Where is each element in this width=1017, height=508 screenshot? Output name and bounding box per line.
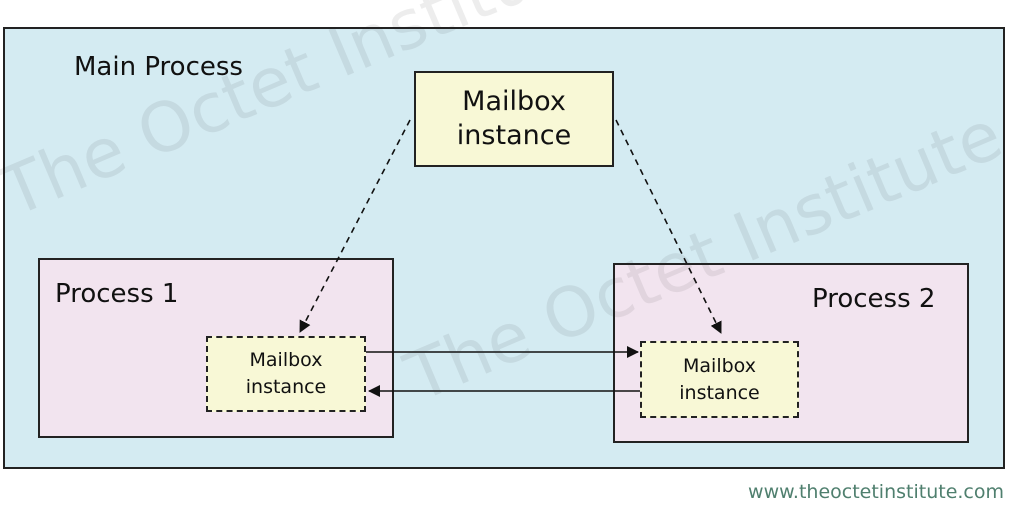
process-1-mailbox-instance: Mailbox instance <box>206 336 366 412</box>
process-1-mailbox-line2: instance <box>245 376 327 398</box>
process-1-mailbox-line1: Mailbox <box>249 349 323 371</box>
main-process-label: Main Process <box>74 52 243 82</box>
process-2-mailbox-instance: Mailbox instance <box>640 341 799 418</box>
central-mailbox-instance: Mailbox instance <box>414 71 614 167</box>
process-2-mailbox-line1: Mailbox <box>683 354 756 377</box>
process-2-label: Process 2 <box>812 284 936 314</box>
process-2-mailbox-line2: instance <box>679 381 760 404</box>
central-mailbox-line1: Mailbox <box>462 86 566 117</box>
process-1-label: Process 1 <box>55 279 179 309</box>
footer-website: www.theoctetinstitute.com <box>748 481 1004 503</box>
central-mailbox-line2: instance <box>456 120 572 151</box>
dashed-arrow-to-process-1-mailbox <box>299 119 411 333</box>
dashed-arrow-to-process-2-mailbox <box>615 119 722 334</box>
